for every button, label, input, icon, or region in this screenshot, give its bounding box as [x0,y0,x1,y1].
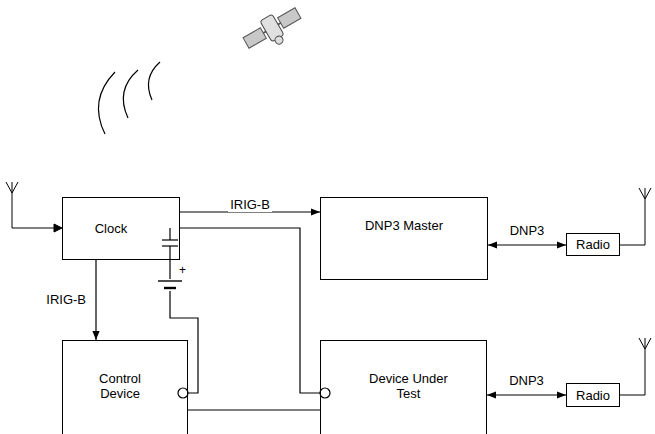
signal-label: DNP3 [508,224,547,238]
block-box: Radio [566,233,620,256]
radio-waves [98,62,160,134]
signal-label: DNP3 [507,374,546,388]
block-box: Radio [566,383,620,407]
block-label: Control Device [88,371,152,401]
block-box: Clock [62,197,180,260]
block-label: Radio [576,237,610,252]
contact-terminal [178,388,330,398]
battery-symbol [158,279,182,291]
connector-line [180,228,320,393]
connector-line [487,394,566,395]
block-label: Radio [576,388,610,403]
connector-line [488,244,566,245]
block-label: Device Under Test [367,371,451,401]
block-box: DNP3 Master [320,197,488,280]
block-box: Control Device [62,340,188,434]
block-label: DNP3 Master [365,218,443,233]
signal-label: IRIG-B [228,198,272,212]
antenna-symbol [6,182,651,395]
satellite-icon [240,3,307,59]
block-box: Device Under Test [320,340,487,434]
capacitor-symbol [162,228,178,260]
polarity-mark: + [179,264,186,276]
signal-label: IRIG-B [44,293,88,307]
block-label: Clock [95,221,128,236]
connector-line [95,260,96,340]
connector-line [188,409,320,410]
